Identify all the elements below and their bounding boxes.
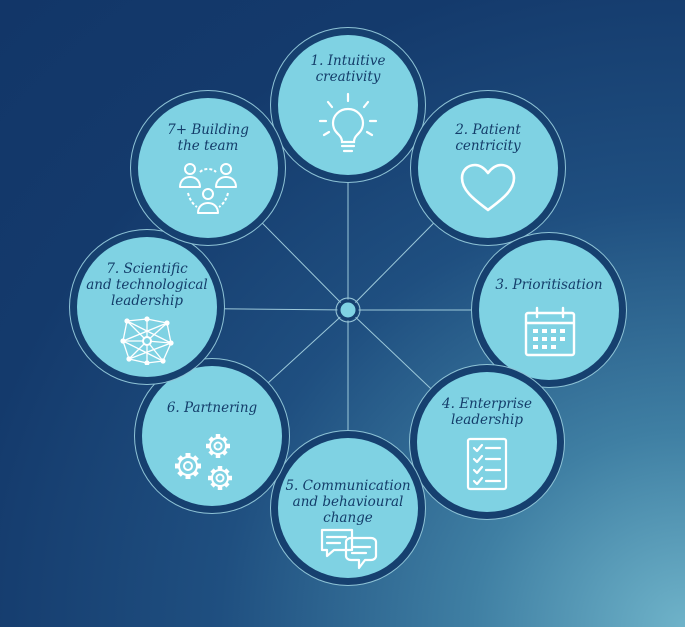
hub-circle	[337, 299, 359, 321]
node-label: 4. Enterprise leadership	[442, 396, 532, 428]
network-icon	[119, 315, 175, 369]
node-building-the-team: 7+ Building the team	[138, 98, 278, 238]
speech-bubbles-icon	[318, 526, 380, 576]
node-prioritisation: 3. Prioritisation	[479, 240, 619, 380]
node-label: 7. Scientific and technological leadersh…	[86, 261, 208, 309]
checklist-icon	[465, 436, 509, 496]
node-label: 1. Intuitive creativity	[310, 53, 386, 85]
node-communication-behavioural-change: 5. Communication and behavioural change	[278, 438, 418, 578]
team-icon	[176, 160, 240, 224]
node-label: 5. Communication and behavioural change	[285, 478, 411, 526]
node-label: 6. Partnering	[166, 400, 258, 416]
node-patient-centricity: 2. Patient centricity	[418, 98, 558, 238]
node-enterprise-leadership: 4. Enterprise leadership	[417, 372, 557, 512]
gears-icon	[170, 426, 242, 502]
node-intuitive-creativity: 1. Intuitive creativity	[278, 35, 418, 175]
lightbulb-icon	[316, 91, 380, 161]
calendar-icon	[523, 306, 577, 362]
heart-icon	[458, 162, 518, 218]
node-label: 2. Patient centricity	[455, 122, 521, 154]
node-scientific-technological-leadership: 7. Scientific and technological leadersh…	[77, 237, 217, 377]
node-label: 3. Prioritisation	[495, 277, 603, 293]
node-label: 7+ Building the team	[167, 122, 249, 154]
node-partnering: 6. Partnering	[142, 366, 282, 506]
